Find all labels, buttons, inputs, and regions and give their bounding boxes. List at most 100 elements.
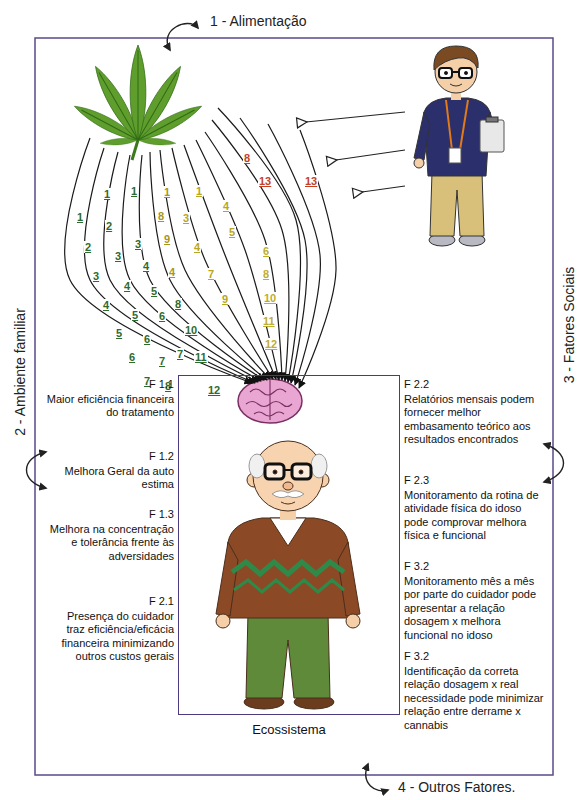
callout-number: 1 bbox=[163, 186, 171, 198]
label-holder: F 1.2 bbox=[46, 450, 174, 464]
label-holder: 6 bbox=[128, 347, 136, 365]
label-holder: 4 bbox=[222, 196, 230, 214]
label-holder: 4 bbox=[168, 262, 176, 280]
influence-curve bbox=[218, 108, 300, 382]
callout-number: 1 bbox=[130, 185, 138, 197]
callout-number: 9 bbox=[221, 293, 229, 305]
label-holder: 3 bbox=[114, 246, 122, 264]
factor-heading: F 2.2 bbox=[404, 378, 544, 392]
callout-number: 4 bbox=[193, 241, 201, 253]
callout-number: 3 bbox=[92, 270, 100, 282]
box-heading: Ecossistema bbox=[252, 722, 326, 737]
callout-number: 1 bbox=[103, 188, 111, 200]
label-holder: 11 bbox=[194, 347, 208, 365]
label-holder: 4 bbox=[102, 295, 110, 313]
callout-number: 8 bbox=[243, 152, 251, 164]
callout-number: 13 bbox=[304, 175, 318, 187]
callout-number: 11 bbox=[194, 351, 208, 363]
label-holder: 7 bbox=[158, 351, 166, 369]
label-holder: 2 bbox=[84, 237, 92, 255]
label-holder: 8 bbox=[174, 294, 182, 312]
factor-heading: F 2.1 bbox=[46, 595, 174, 609]
factor-group-label: 2 - Ambiente familiar bbox=[12, 308, 28, 436]
factor-text: Monitoramento mês a mês por parte do cui… bbox=[404, 575, 544, 643]
label-holder: 9 bbox=[221, 289, 229, 307]
label-holder: 3 bbox=[92, 266, 100, 284]
label-holder: 6 bbox=[158, 306, 166, 324]
caretaker-arrow bbox=[306, 112, 405, 122]
label-holder: 1 - Alimentação bbox=[210, 13, 307, 29]
callout-number: 8 bbox=[157, 210, 165, 222]
callout-number: 12 bbox=[264, 338, 278, 350]
factor-group-label: 1 - Alimentação bbox=[210, 13, 307, 29]
label-holder: F 2.1 bbox=[46, 595, 174, 609]
label-holder: Melhora Geral da auto estima bbox=[46, 465, 174, 492]
ecosystem-frame bbox=[35, 38, 553, 775]
influence-curve bbox=[65, 138, 252, 383]
cannabis-leaf bbox=[72, 45, 205, 160]
label-holder: 1 bbox=[195, 181, 203, 199]
label-holder: 3 bbox=[134, 234, 142, 252]
label-holder: 8 bbox=[157, 206, 165, 224]
caretaker-arrow bbox=[336, 150, 405, 160]
caretaker-arrow bbox=[362, 186, 405, 192]
factor-group-label: 4 - Outros Fatores. bbox=[398, 779, 515, 795]
factor-text: Monitoramento da rotina de atividade fís… bbox=[404, 489, 544, 543]
label-holder: 12 bbox=[207, 380, 221, 398]
label-holder: F 2.2 bbox=[404, 378, 544, 392]
brain-icon bbox=[238, 379, 302, 423]
callout-number: 10 bbox=[184, 324, 198, 336]
factor-heading: F 2.3 bbox=[404, 474, 544, 488]
label-holder: 5 bbox=[150, 281, 158, 299]
label-holder: Relatórios mensais podem fornecer melhor… bbox=[404, 393, 544, 447]
label-holder: 5 bbox=[228, 222, 236, 240]
callout-number: 5 bbox=[131, 309, 139, 321]
callout-number: 3 bbox=[182, 212, 190, 224]
factor-heading: F 1.3 bbox=[46, 508, 174, 522]
influence-curve bbox=[205, 132, 282, 380]
label-holder: 1 bbox=[163, 182, 171, 200]
factor-text: Maior eficiência financeira do tratament… bbox=[46, 393, 174, 420]
label-holder: 4 bbox=[193, 237, 201, 255]
factor-text: Relatórios mensais podem fornecer melhor… bbox=[404, 393, 544, 447]
callout-number: 10 bbox=[263, 292, 277, 304]
label-holder: 6 bbox=[143, 329, 151, 347]
label-holder: 13 bbox=[304, 171, 318, 189]
callout-number: 2 bbox=[105, 220, 113, 232]
influence-curve bbox=[299, 130, 336, 388]
callout-number: 6 bbox=[158, 310, 166, 322]
label-holder: 12 bbox=[264, 334, 278, 352]
callout-number: 9 bbox=[163, 233, 171, 245]
callout-number: 7 bbox=[207, 268, 215, 280]
label-holder: 6 bbox=[262, 241, 270, 259]
influence-curve bbox=[184, 145, 276, 379]
elderly-figure bbox=[216, 441, 360, 709]
label-holder: 7 bbox=[207, 264, 215, 282]
influence-curve bbox=[139, 155, 264, 380]
factor-text: Presença do cuidador traz eficiência/efi… bbox=[46, 610, 174, 664]
callout-number: 2 bbox=[84, 241, 92, 253]
callout-number: 5 bbox=[150, 285, 158, 297]
factor-heading: F 1.1 bbox=[46, 378, 174, 392]
label-holder: F 1.3 bbox=[46, 508, 174, 522]
label-holder: 3 - Fatores Sociais bbox=[561, 267, 577, 384]
label-holder: 2 bbox=[105, 216, 113, 234]
label-holder: F 2.3 bbox=[404, 474, 544, 488]
callout-number: 6 bbox=[262, 245, 270, 257]
label-holder: Identificação da correta relação dosagem… bbox=[404, 665, 544, 733]
label-holder: 13 bbox=[258, 171, 272, 189]
label-holder: F 3.2 bbox=[404, 650, 544, 664]
label-holder: Monitoramento mês a mês por parte do cui… bbox=[404, 575, 544, 643]
callout-number: 4 bbox=[123, 280, 131, 292]
label-holder: 7 bbox=[176, 344, 184, 362]
cycle-arrows bbox=[27, 24, 564, 791]
label-holder: 3 bbox=[182, 208, 190, 226]
factor-heading: F 1.2 bbox=[46, 450, 174, 464]
label-holder: 11 bbox=[262, 311, 276, 329]
callout-number: 3 bbox=[134, 238, 142, 250]
factor-heading: F 3.2 bbox=[404, 560, 544, 574]
label-holder: 4 - Outros Fatores. bbox=[398, 779, 515, 795]
influence-curve bbox=[150, 152, 267, 380]
factor-group-label: 3 - Fatores Sociais bbox=[561, 267, 577, 384]
label-holder: 5 bbox=[131, 305, 139, 323]
